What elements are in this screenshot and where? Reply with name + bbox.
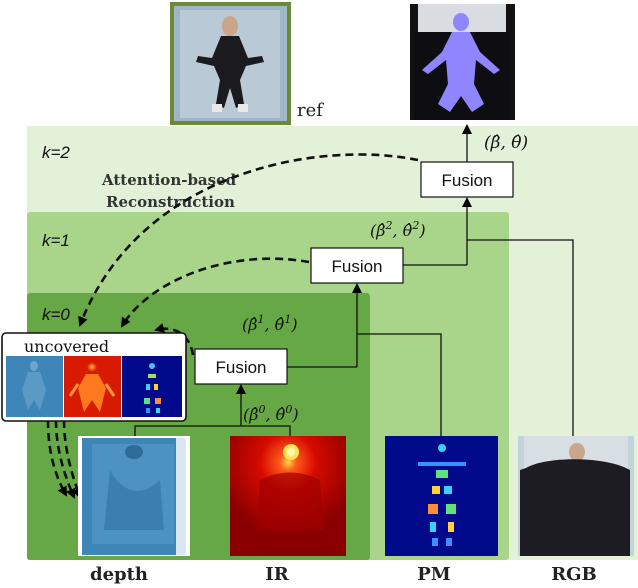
estimate-k0-label: (β̂1, θ̂1) bbox=[242, 313, 298, 334]
estimate-k1-label: (β̂2, θ̂2) bbox=[370, 219, 426, 240]
fusion-k1-label: Fusion bbox=[331, 257, 382, 276]
fusion-box-k2: Fusion bbox=[420, 161, 514, 198]
uncovered-ir-thumb bbox=[64, 356, 121, 417]
fusion-box-k1: Fusion bbox=[310, 247, 404, 284]
fusion-k2-label: Fusion bbox=[441, 171, 492, 190]
fusion-k0-label: Fusion bbox=[215, 358, 266, 377]
estimate-base-label: (β̂0, θ̂0) bbox=[243, 403, 299, 424]
ir-image bbox=[230, 436, 346, 556]
svg-text:(β̂2, θ̂2): (β̂2, θ̂2) bbox=[370, 219, 426, 240]
ir-label: IR bbox=[265, 564, 289, 585]
level-k1-label: k=1 bbox=[42, 231, 70, 250]
connector-lines bbox=[134, 124, 574, 436]
svg-text:(β̂0, θ̂0): (β̂0, θ̂0) bbox=[243, 403, 299, 424]
reference-image bbox=[170, 2, 291, 125]
output-mesh-image bbox=[410, 4, 515, 120]
pm-label: PM bbox=[417, 564, 451, 585]
fusion-box-k0: Fusion bbox=[194, 348, 288, 385]
uncovered-pm-thumb bbox=[122, 356, 182, 417]
uncovered-box: uncovered bbox=[1, 332, 187, 422]
section-title-line2: Reconstruction bbox=[106, 193, 235, 211]
level-k2-label: k=2 bbox=[42, 143, 70, 162]
rgb-label: RGB bbox=[551, 564, 597, 585]
section-title-line1: Attention-based bbox=[101, 171, 237, 189]
final-estimate-label: (β̂, θ̂) bbox=[484, 133, 528, 153]
rgb-image bbox=[518, 436, 634, 556]
uncovered-label: uncovered bbox=[24, 337, 109, 356]
svg-text:(β̂1, θ̂1): (β̂1, θ̂1) bbox=[242, 313, 298, 334]
pm-image bbox=[385, 436, 498, 556]
attention-arrows bbox=[46, 153, 419, 499]
ref-label: ref bbox=[297, 100, 324, 121]
depth-image bbox=[78, 436, 190, 556]
depth-label: depth bbox=[90, 564, 148, 585]
level-k0-label: k=0 bbox=[42, 305, 70, 324]
uncovered-depth-thumb bbox=[6, 356, 63, 417]
